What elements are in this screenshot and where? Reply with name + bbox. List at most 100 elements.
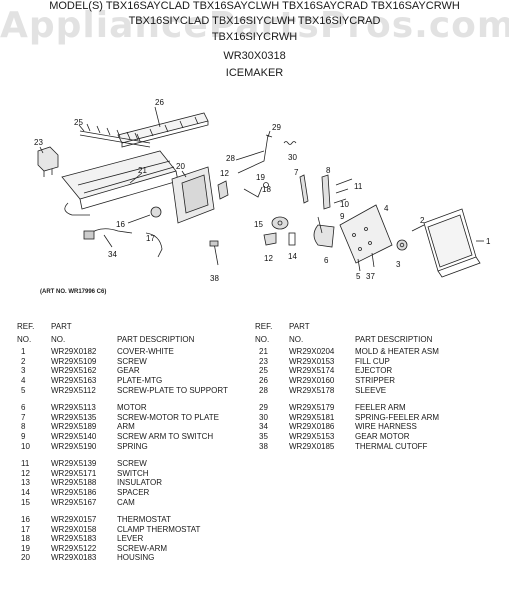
arm-part: [299, 174, 309, 204]
ref-cell: 12: [21, 468, 30, 478]
thermal-cutoff-part: [209, 240, 219, 266]
part-number-cell: WR29X5190: [51, 441, 97, 451]
part-number-cell: WR29X0183: [51, 553, 97, 563]
ref-cell: 4: [21, 375, 26, 385]
ref-no-header: NO.: [255, 334, 270, 344]
callout-37: 37: [366, 272, 375, 281]
description-cell: PLATE-MTG: [117, 375, 163, 385]
table-header-line-1: REF. PART: [255, 322, 439, 332]
part-number-cell: WR29X5163: [51, 375, 97, 385]
table-header-line-1: REF. PART: [17, 322, 228, 332]
diagram-title: ICEMAKER: [225, 67, 284, 79]
description-cell: CAM: [117, 497, 135, 507]
description-header: PART DESCRIPTION: [355, 334, 433, 344]
lever-part: [243, 186, 263, 198]
callout-5: 5: [356, 272, 361, 281]
switch-part: [217, 180, 229, 200]
callout-15: 15: [254, 220, 263, 229]
description-cell: GEAR MOTOR: [355, 431, 410, 441]
callout-21: 21: [138, 166, 147, 175]
callout-29: 29: [272, 123, 281, 132]
group-spacer: [17, 451, 228, 459]
callout-18: 18: [262, 185, 271, 194]
callout-7: 7: [294, 168, 299, 177]
part-number-cell: WR29X5139: [51, 459, 97, 469]
callout-11: 11: [354, 182, 363, 191]
screws-part: [333, 178, 353, 204]
ref-cell: 30: [259, 412, 268, 422]
group-spacer: [255, 395, 439, 403]
part-number-cell: WR29X5113: [51, 403, 96, 413]
ref-cell: 10: [21, 441, 30, 451]
spacer-part: [288, 232, 296, 246]
description-cell: SCREW ARM TO SWITCH: [117, 431, 214, 441]
callout-9: 9: [340, 212, 345, 221]
ref-cell: 9: [21, 431, 26, 441]
part-number-cell: WR29X5109: [51, 356, 97, 366]
description-cell: GEAR: [117, 366, 140, 376]
description-cell: FEELER ARM: [355, 403, 406, 413]
description-cell: SPACER: [117, 487, 150, 497]
ref-cell: 18: [21, 534, 30, 544]
description-cell: MOTOR: [117, 403, 147, 413]
ref-cell: 20: [21, 553, 30, 563]
ref-header: REF.: [255, 322, 273, 331]
thermostat-part: [150, 206, 162, 218]
description-header: PART DESCRIPTION: [117, 334, 195, 344]
motor-part: [313, 216, 335, 248]
part-number-cell: WR29X5174: [289, 366, 335, 376]
callout-12-lower: 12: [264, 254, 273, 263]
description-cell: CLAMP THERMOSTAT: [117, 524, 201, 534]
spring-feeler-part: [283, 141, 297, 145]
description-cell: SWITCH: [117, 468, 149, 478]
ref-cell: 17: [21, 524, 30, 534]
ref-cell: 29: [259, 403, 268, 413]
wire-harness-part: [83, 228, 133, 240]
stripper-part: [117, 112, 209, 148]
callout-20: 20: [176, 162, 185, 171]
callout-8: 8: [326, 166, 331, 175]
sleeve-part: [235, 150, 265, 161]
description-cell: THERMOSTAT: [117, 515, 171, 525]
table-row: 4 WR29X5163 PLATE-MTG: [17, 376, 228, 386]
description-cell: HOUSING: [117, 553, 155, 563]
assembly-part-number: WR30X0318: [223, 50, 286, 62]
screw-arm-part: [263, 182, 269, 188]
screw-7-part: [371, 252, 375, 268]
description-cell: FILL CUP: [355, 356, 390, 366]
cover-part: [423, 208, 481, 278]
part-header: PART: [51, 322, 72, 331]
ref-cell: 5: [21, 385, 26, 395]
description-cell: EJECTOR: [355, 366, 393, 376]
art-number: (ART NO. WR17996 C6): [40, 289, 107, 295]
part-number-cell: WR29X0182: [51, 347, 97, 357]
callout-17: 17: [146, 234, 155, 243]
part-number-cell: WR29X5188: [51, 478, 97, 488]
part-number-cell: WR29X5162: [51, 366, 97, 376]
part-number-cell: WR29X5135: [51, 412, 97, 422]
part-number-cell: WR29X5122: [51, 543, 97, 553]
group-spacer: [17, 507, 228, 515]
description-cell: SPRING-FEELER ARM: [355, 412, 440, 422]
ref-cell: 28: [259, 385, 268, 395]
part-number-cell: WR29X0204: [289, 347, 335, 357]
